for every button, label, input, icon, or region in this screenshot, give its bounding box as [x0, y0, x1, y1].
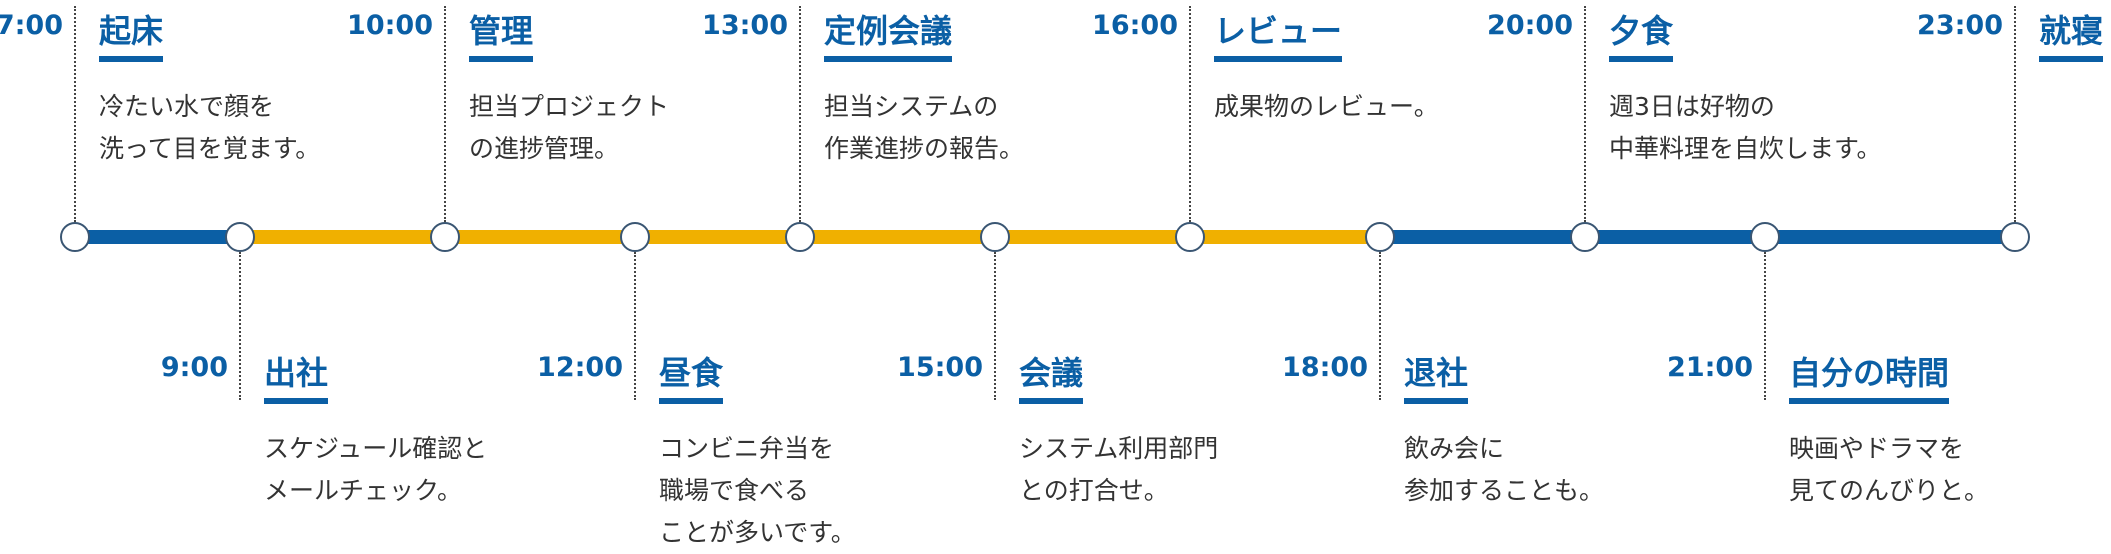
event-title-underline [659, 398, 724, 404]
event-description: 映画やドラマを見てのんびりと。 [1789, 428, 1989, 512]
event-description: 冷たい水で顔を洗って目を覚ます。 [99, 86, 320, 170]
timeline-segment [1380, 230, 2015, 244]
event-description: コンビニ弁当を職場で食べることが多いです。 [659, 428, 856, 554]
timeline-node [60, 222, 90, 252]
event-title-underline [824, 56, 953, 62]
timeline-node [2000, 222, 2030, 252]
event-title-underline [1214, 56, 1343, 62]
event-connector [1379, 252, 1381, 400]
event-title: 起床 [99, 12, 164, 50]
timeline-node [1365, 222, 1395, 252]
event-connector [799, 6, 801, 222]
event-title: 就寝 [2039, 12, 2104, 50]
event-description-line: 飲み会に [1404, 434, 1505, 463]
event-title: 定例会議 [824, 12, 953, 50]
event-title: 出社 [264, 354, 329, 392]
event-title-underline [1019, 398, 1084, 404]
event-title: 会議 [1019, 354, 1084, 392]
event-connector [239, 252, 241, 400]
event-time: 9:00 [160, 352, 228, 383]
event-title: 夕食 [1609, 12, 1674, 50]
event-description-line: コンビニ弁当を [659, 434, 835, 463]
event-time: 12:00 [537, 352, 623, 383]
event-description-line: 洗って目を覚ます。 [99, 134, 321, 163]
event-description-line: 担当システムの [824, 92, 999, 121]
event-title-underline [1789, 398, 1950, 404]
event-time: 16:00 [1092, 10, 1178, 41]
event-time: 21:00 [1667, 352, 1753, 383]
event-title: レビュー [1214, 12, 1343, 50]
event-connector [1584, 6, 1586, 222]
event-description-line: 担当プロジェクト [469, 92, 670, 121]
event-description-line: 作業進捗の報告。 [824, 134, 1025, 163]
timeline-node [225, 222, 255, 252]
event-connector [994, 252, 996, 400]
event-time: 15:00 [897, 352, 983, 383]
timeline-segment [240, 230, 1190, 244]
event-title: 自分の時間 [1789, 354, 1950, 392]
event-time: 13:00 [702, 10, 788, 41]
event-time: 18:00 [1282, 352, 1368, 383]
event-title-underline [264, 398, 329, 404]
event-connector [1764, 252, 1766, 400]
event-description: 担当プロジェクトの進捗管理。 [469, 86, 669, 170]
event-description-line: 週3日は好物の [1609, 92, 1775, 121]
timeline-segment [75, 230, 240, 244]
event-description-line: 冷たい水で顔を [99, 92, 275, 121]
timeline-node [620, 222, 650, 252]
event-description-line: メールチェック。 [264, 476, 463, 505]
timeline-node [1570, 222, 1600, 252]
event-description-line: システム利用部門 [1019, 434, 1219, 463]
event-description: 飲み会に参加することも。 [1404, 428, 1604, 512]
event-time: 7:00 [0, 10, 63, 41]
event-description-line: 見てのんびりと。 [1789, 476, 1990, 505]
event-title: 退社 [1404, 354, 1469, 392]
timeline-node [785, 222, 815, 252]
event-description: スケジュール確認とメールチェック。 [264, 428, 487, 512]
event-description-line: との打合せ。 [1019, 476, 1169, 505]
event-connector [2014, 6, 2016, 222]
event-description-line: ことが多いです。 [659, 518, 856, 547]
event-description-line: の進捗管理。 [469, 134, 620, 163]
event-description-line: 参加することも。 [1404, 476, 1605, 505]
event-title-underline [1609, 56, 1674, 62]
event-description-line: 映画やドラマを [1789, 434, 1965, 463]
event-description-line: スケジュール確認と [264, 434, 488, 463]
timeline-node [430, 222, 460, 252]
event-connector [1189, 6, 1191, 222]
event-description: 担当システムの作業進捗の報告。 [824, 86, 1024, 170]
timeline-node [1750, 222, 1780, 252]
timeline-node [1175, 222, 1205, 252]
timeline-node [980, 222, 1010, 252]
event-connector [74, 6, 76, 222]
event-title-underline [2039, 56, 2104, 62]
event-title-underline [99, 56, 164, 62]
event-description-line: 中華料理を自炊します。 [1609, 134, 1882, 163]
event-description: 成果物のレビュー。 [1214, 86, 1439, 128]
event-connector [634, 252, 636, 400]
timeline-segment [1190, 230, 1380, 244]
event-description-line: 成果物のレビュー。 [1214, 92, 1439, 121]
event-description: 週3日は好物の中華料理を自炊します。 [1609, 86, 1882, 170]
event-time: 10:00 [347, 10, 433, 41]
event-description: システム利用部門との打合せ。 [1019, 428, 1218, 512]
event-time: 20:00 [1487, 10, 1573, 41]
event-title-underline [469, 56, 534, 62]
event-title: 昼食 [659, 354, 724, 392]
event-description-line: 職場で食べる [659, 476, 810, 505]
event-connector [444, 6, 446, 222]
event-time: 23:00 [1917, 10, 2003, 41]
event-title: 管理 [469, 12, 534, 50]
event-title-underline [1404, 398, 1469, 404]
